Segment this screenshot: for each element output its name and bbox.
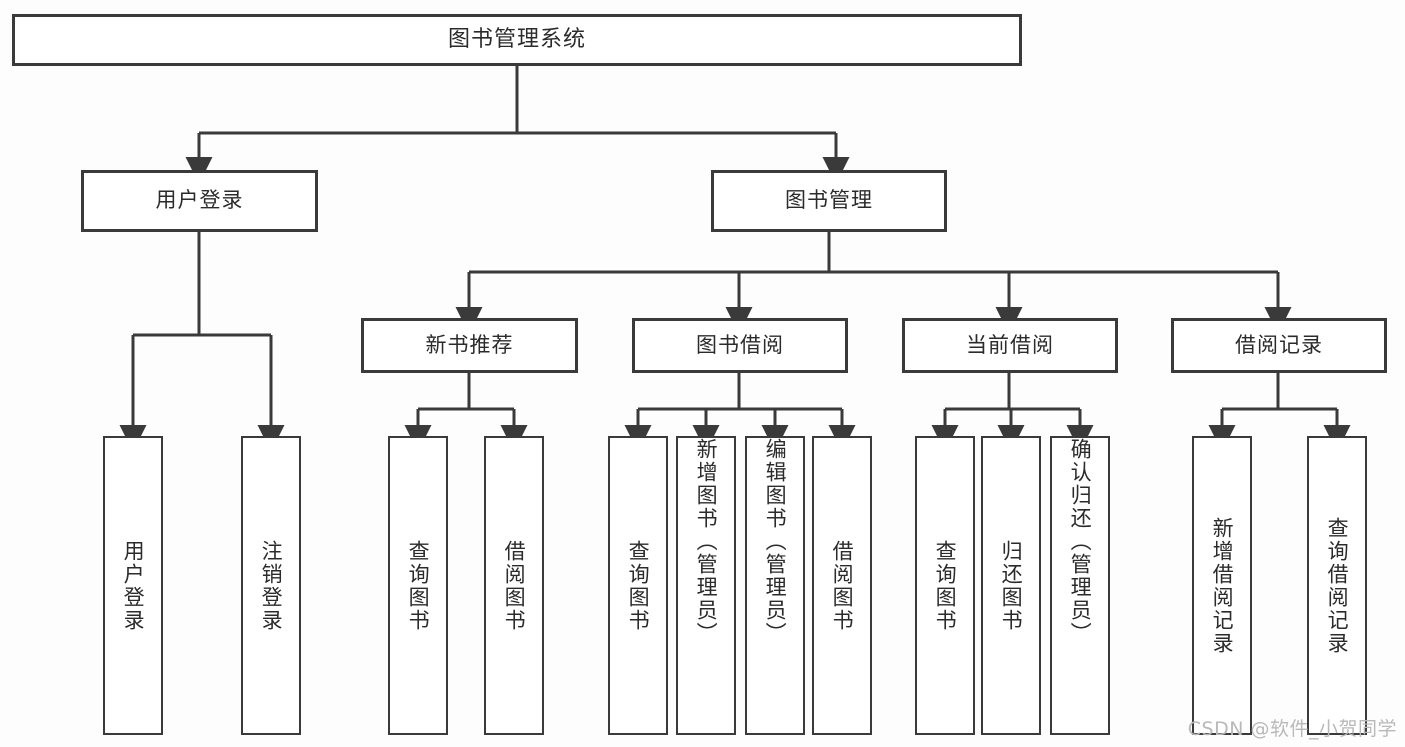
node-leaf-current-query-book[interactable]: 查询图书 bbox=[915, 436, 975, 735]
node-new-book-recommend[interactable]: 新书推荐 bbox=[361, 318, 578, 373]
node-root[interactable]: 图书管理系统 bbox=[12, 14, 1022, 66]
node-leaf-current-confirm-return[interactable]: 确认归还（管理员） bbox=[1050, 436, 1110, 735]
node-book-manage[interactable]: 图书管理 bbox=[711, 170, 947, 232]
node-leaf-borrow-add-book[interactable]: 新增图书（管理员） bbox=[676, 436, 736, 735]
node-leaf-user-login[interactable]: 用户登录 bbox=[103, 436, 163, 735]
node-book-borrow-label: 图书借阅 bbox=[696, 332, 784, 357]
node-new-book-recommend-label: 新书推荐 bbox=[425, 332, 514, 357]
node-leaf-borrow-edit-book[interactable]: 编辑图书（管理员） bbox=[745, 436, 805, 735]
node-leaf-newbook-query-book-label: 查询图书 bbox=[406, 539, 431, 632]
node-leaf-newbook-borrow-book[interactable]: 借阅图书 bbox=[484, 436, 544, 735]
node-user-login-label: 用户登录 bbox=[155, 188, 244, 213]
node-borrow-record[interactable]: 借阅记录 bbox=[1171, 318, 1387, 373]
node-leaf-current-return-book[interactable]: 归还图书 bbox=[981, 436, 1041, 735]
node-leaf-user-login-label: 用户登录 bbox=[121, 539, 146, 632]
node-leaf-borrow-query-book-label: 查询图书 bbox=[626, 539, 651, 632]
node-leaf-borrow-borrow-book-label: 借阅图书 bbox=[830, 539, 855, 632]
node-leaf-newbook-query-book[interactable]: 查询图书 bbox=[388, 436, 448, 735]
node-leaf-current-return-book-label: 归还图书 bbox=[999, 539, 1024, 632]
node-leaf-record-query-label: 查询借阅记录 bbox=[1325, 516, 1350, 655]
node-book-borrow[interactable]: 图书借阅 bbox=[632, 318, 848, 373]
node-leaf-logout[interactable]: 注销登录 bbox=[241, 436, 301, 735]
node-current-borrow[interactable]: 当前借阅 bbox=[902, 318, 1118, 373]
node-leaf-newbook-borrow-book-label: 借阅图书 bbox=[502, 539, 527, 632]
node-leaf-record-query[interactable]: 查询借阅记录 bbox=[1307, 436, 1367, 735]
node-current-borrow-label: 当前借阅 bbox=[966, 332, 1054, 357]
node-leaf-current-query-book-label: 查询图书 bbox=[933, 539, 958, 632]
node-leaf-current-confirm-return-label: 确认归还（管理员） bbox=[1068, 438, 1093, 645]
node-leaf-record-add[interactable]: 新增借阅记录 bbox=[1192, 436, 1252, 735]
node-root-label: 图书管理系统 bbox=[447, 26, 586, 52]
node-leaf-record-add-label: 新增借阅记录 bbox=[1210, 516, 1235, 655]
node-leaf-logout-label: 注销登录 bbox=[259, 539, 284, 632]
node-borrow-record-label: 借阅记录 bbox=[1235, 332, 1323, 357]
node-leaf-borrow-borrow-book[interactable]: 借阅图书 bbox=[812, 436, 872, 735]
node-leaf-borrow-query-book[interactable]: 查询图书 bbox=[608, 436, 668, 735]
node-book-manage-label: 图书管理 bbox=[785, 188, 873, 213]
node-user-login[interactable]: 用户登录 bbox=[81, 170, 318, 232]
node-leaf-borrow-edit-book-label: 编辑图书（管理员） bbox=[763, 438, 788, 645]
node-leaf-borrow-add-book-label: 新增图书（管理员） bbox=[694, 438, 719, 645]
watermark: CSDN @软件_小贺同学 bbox=[1187, 718, 1397, 740]
